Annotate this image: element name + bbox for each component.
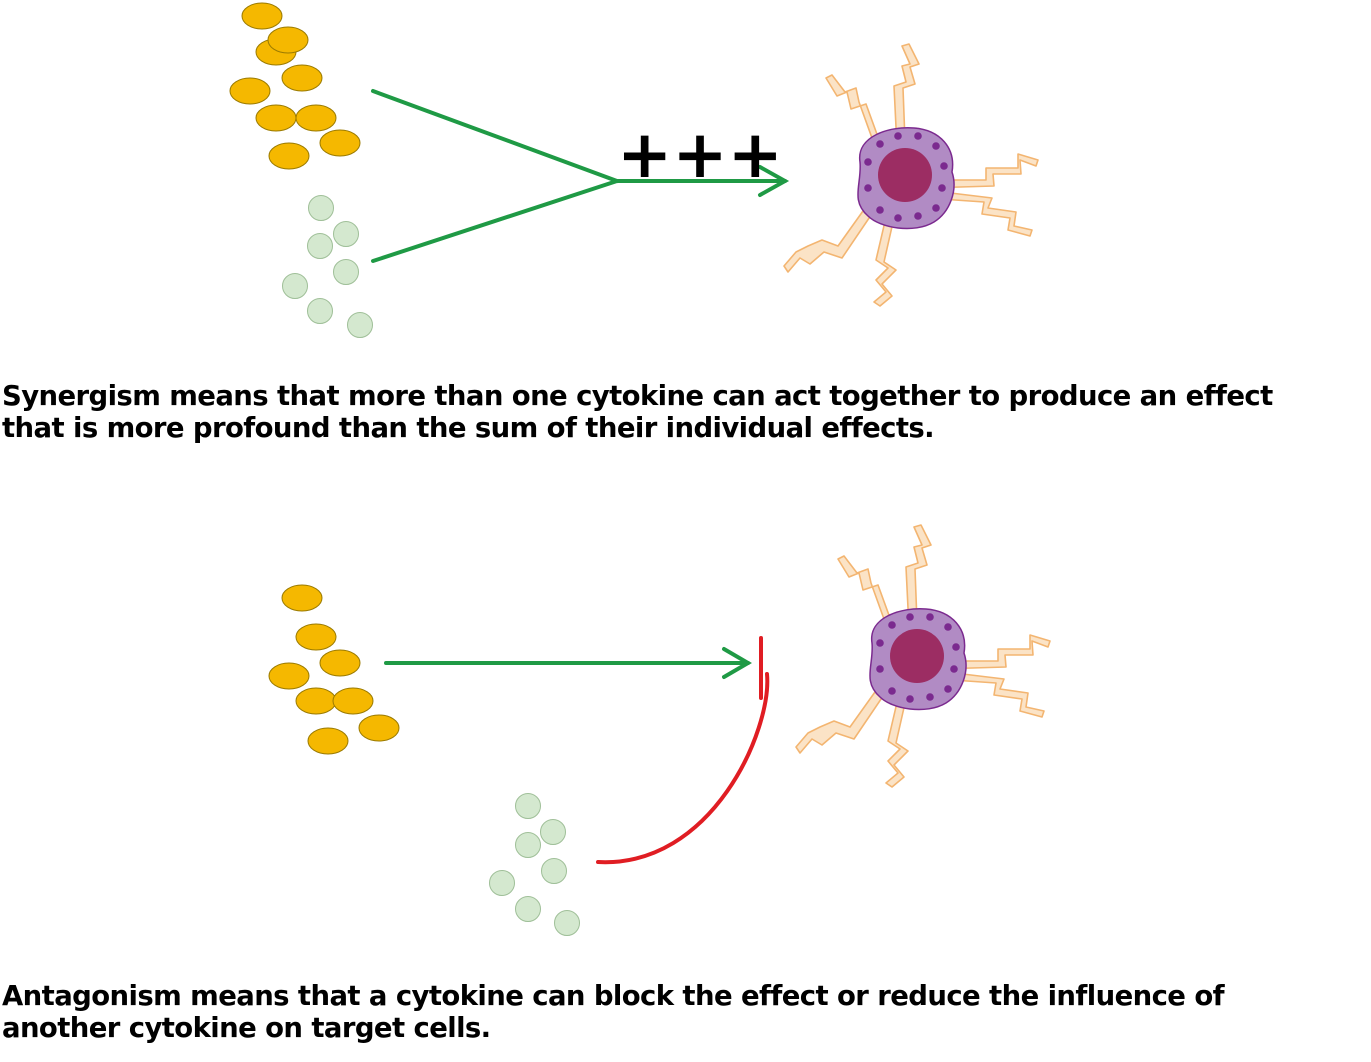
target-cell-top [783,43,1039,307]
target-cell-bottom [795,524,1051,788]
synergy-effect-label: +++ [617,116,783,193]
synergism-caption-line2: that is more profound than the sum of th… [2,412,935,445]
antagonism-panel [268,524,1051,936]
antagonism-caption-line1: Antagonism means that a cytokine can blo… [2,980,1225,1012]
activation-arrow [384,647,752,679]
antagonism-caption: Antagonism means that a cytokine can blo… [2,980,1225,1045]
cytokine-b-cluster [282,195,373,338]
synergism-caption: Synergism means that more than one cytok… [2,380,1273,445]
cytokine-a-cluster-2 [268,584,400,755]
cytokine-b-cluster-2 [489,793,580,936]
inhibition-line [596,636,770,865]
antagonism-caption-line2: another cytokine on target cells. [2,1012,491,1045]
synergism-caption-line1: Synergism means that more than one cytok… [2,380,1273,412]
synergism-panel: +++ [229,2,1039,338]
synergy-arrows [371,89,790,263]
cytokine-a-cluster [229,2,361,170]
